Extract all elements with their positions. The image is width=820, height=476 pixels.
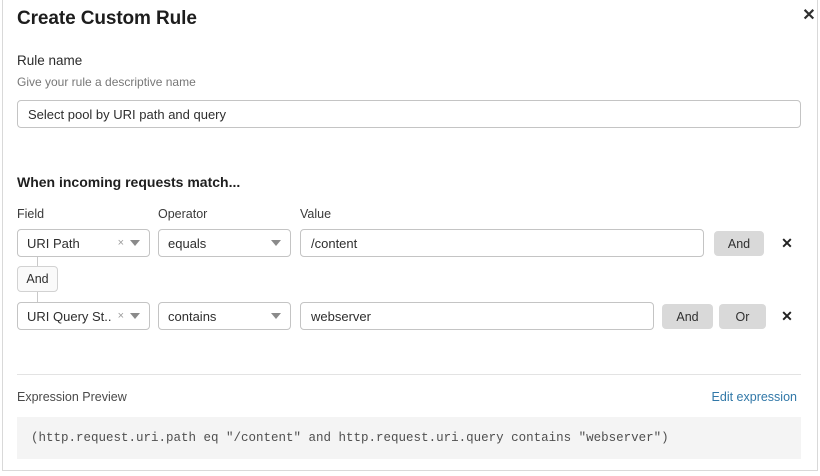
field-select-value-row-1: URI Path [27,235,80,251]
column-label-value: Value [300,207,332,221]
chevron-down-icon[interactable] [271,313,281,319]
field-select-row-2[interactable]: URI Query St... × [17,302,150,330]
value-input-row-1[interactable] [300,229,704,257]
clear-icon[interactable]: × [117,309,124,322]
close-icon[interactable]: ✕ [802,7,816,24]
column-label-field: Field [17,207,45,221]
edit-expression-link[interactable]: Edit expression [711,390,797,404]
remove-row-button-row-2[interactable]: ✕ [781,308,793,324]
connector-and-toggle[interactable]: And [17,266,58,292]
preview-divider [17,374,801,375]
or-button-row-2[interactable]: Or [719,304,766,329]
rule-name-label: Rule name [17,53,83,68]
rule-name-input[interactable] [17,100,801,128]
and-button-row-2[interactable]: And [662,304,713,329]
expression-preview-text: (http.request.uri.path eq "/content" and… [31,431,669,445]
chevron-down-icon[interactable] [130,240,140,246]
dialog-title: Create Custom Rule [17,8,197,29]
and-button-row-1[interactable]: And [714,231,764,256]
chevron-down-icon[interactable] [271,240,281,246]
expression-preview-label: Expression Preview [17,390,127,404]
clear-icon[interactable]: × [117,236,124,249]
chevron-down-icon[interactable] [130,313,140,319]
expression-preview-box: (http.request.uri.path eq "/content" and… [17,417,801,459]
rule-name-help-text: Give your rule a descriptive name [17,75,196,89]
conditions-heading: When incoming requests match... [17,174,241,190]
connector-line-bottom [37,291,38,302]
field-select-value-row-2: URI Query St... [27,308,112,324]
value-input-row-2[interactable] [300,302,654,330]
operator-select-value-row-1: equals [168,235,207,251]
column-label-operator: Operator [158,207,208,221]
remove-row-button-row-1[interactable]: ✕ [781,235,793,251]
operator-select-row-1[interactable]: equals [158,229,291,257]
operator-select-row-2[interactable]: contains [158,302,291,330]
field-select-row-1[interactable]: URI Path × [17,229,150,257]
connector-line-top [37,257,38,267]
operator-select-value-row-2: contains [168,308,217,324]
